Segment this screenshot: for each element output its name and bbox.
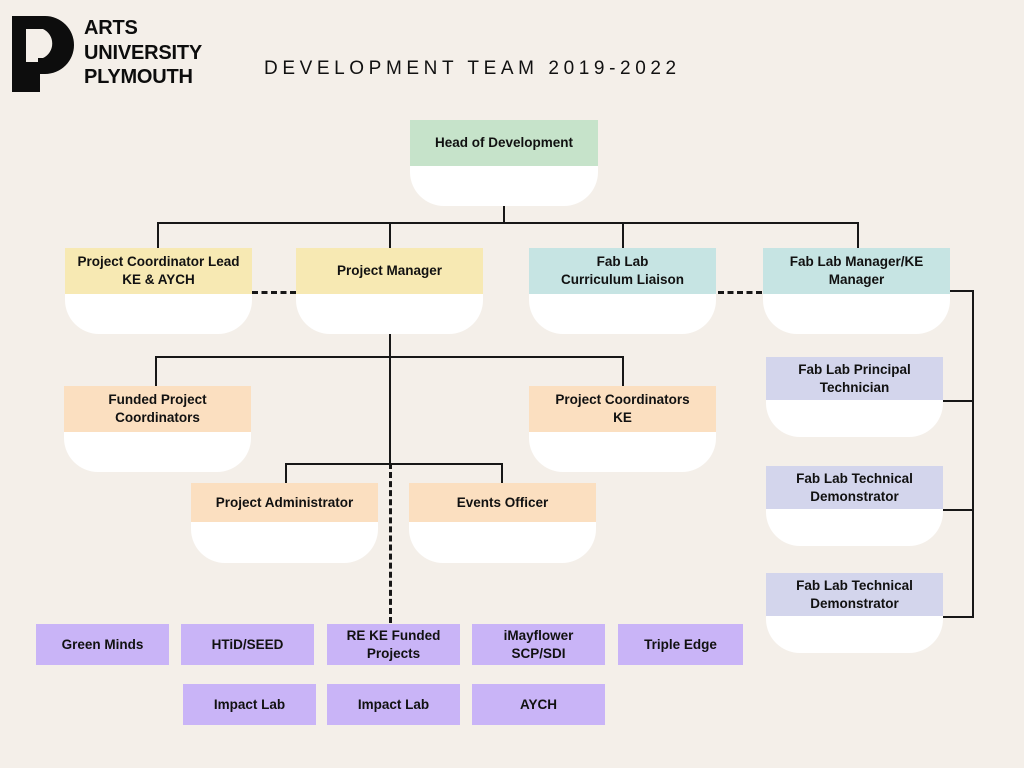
node-funded-project-coordinators-label: Funded Project Coordinators [64, 386, 251, 432]
node-project-coordinator-lead-line2: KE & AYCH [122, 272, 195, 287]
node-fab-lab-principal-technician-line2: Technician [819, 379, 890, 395]
node-project-coordinators-ke[interactable]: Project Coordinators KE [529, 386, 716, 472]
connector-fablab-spine [972, 290, 974, 618]
node-project-coordinators-ke-label: Project Coordinators KE [529, 386, 716, 432]
institution-logo: ARTS UNIVERSITY PLYMOUTH [12, 14, 222, 94]
connector-drop-project-coordinators-ke [622, 356, 624, 386]
node-project-coordinator-lead-label: Project Coordinator Lead KE & AYCH [65, 248, 252, 294]
connector-stub-fab-lab-technical-demonstrator-2 [942, 616, 974, 618]
node-fab-lab-technical-demonstrator-2-line2: Demonstrator [810, 595, 899, 611]
node-fab-lab-curriculum-liaison[interactable]: Fab Lab Curriculum Liaison [529, 248, 716, 334]
chip-impact-lab-2[interactable]: Impact Lab [327, 684, 460, 725]
connector-row2-bus [157, 222, 859, 224]
chip-imayflower-line2: SCP/SDI [511, 645, 566, 661]
node-fab-lab-principal-technician[interactable]: Fab Lab Principal Technician [766, 357, 943, 437]
node-fab-lab-technical-demonstrator-2[interactable]: Fab Lab Technical Demonstrator [766, 573, 943, 653]
connector-project-manager-stem-lower [389, 356, 391, 464]
node-funded-project-coordinators-line1: Funded Project [108, 392, 207, 407]
node-fab-lab-technical-demonstrator-1-label: Fab Lab Technical Demonstrator [766, 466, 943, 509]
node-fab-lab-principal-technician-tray [766, 400, 943, 437]
connector-stub-fab-lab-technical-demonstrator-1 [942, 509, 974, 511]
node-project-administrator-tray [191, 522, 378, 563]
aup-p-monogram-logo-icon [12, 16, 74, 92]
logo-line-plymouth: PLYMOUTH [84, 66, 193, 88]
node-fab-lab-manager-ke-manager-label: Fab Lab Manager/KE Manager [763, 248, 950, 294]
connector-stub-fab-lab-principal-technician [942, 400, 974, 402]
node-head-of-development-label: Head of Development [410, 120, 598, 166]
connector-drop-project-administrator [285, 463, 287, 483]
node-fab-lab-principal-technician-label: Fab Lab Principal Technician [766, 357, 943, 400]
chip-re-ke-funded-projects-line1: RE KE Funded [346, 627, 441, 643]
node-project-administrator-label: Project Administrator [191, 483, 378, 522]
node-fab-lab-curriculum-liaison-tray [529, 294, 716, 334]
node-fab-lab-curriculum-liaison-label: Fab Lab Curriculum Liaison [529, 248, 716, 294]
node-fab-lab-technical-demonstrator-1[interactable]: Fab Lab Technical Demonstrator [766, 466, 943, 546]
node-funded-project-coordinators[interactable]: Funded Project Coordinators [64, 386, 251, 472]
node-project-manager-tray [296, 294, 483, 334]
connector-fablab-manager-elbow [948, 290, 974, 292]
node-fab-lab-technical-demonstrator-2-line1: Fab Lab Technical [796, 577, 913, 593]
node-project-coordinators-ke-line1: Project Coordinators [555, 392, 690, 407]
chip-impact-lab-1[interactable]: Impact Lab [183, 684, 316, 725]
chip-green-minds[interactable]: Green Minds [36, 624, 169, 665]
node-fab-lab-manager-line1: Fab Lab Manager/KE [789, 254, 924, 269]
chip-aych[interactable]: AYCH [472, 684, 605, 725]
connector-drop-project-coordinator-lead [157, 222, 159, 250]
node-head-of-development[interactable]: Head of Development [410, 120, 598, 206]
node-funded-project-coordinators-tray [64, 432, 251, 472]
connector-dashed-liaison-to-fablab-manager [718, 291, 762, 294]
node-project-coordinator-lead-tray [65, 294, 252, 334]
chip-re-ke-funded-projects-line2: Projects [366, 645, 421, 661]
logo-line-arts: ARTS [84, 17, 138, 39]
connector-drop-project-manager [389, 222, 391, 250]
connector-row4-bus [285, 463, 503, 465]
node-fab-lab-manager-line2: Manager [828, 272, 885, 287]
connector-drop-fab-lab-curriculum-liaison [622, 222, 624, 250]
node-fab-lab-technical-demonstrator-2-label: Fab Lab Technical Demonstrator [766, 573, 943, 616]
node-fab-lab-technical-demonstrator-1-tray [766, 509, 943, 546]
chip-triple-edge[interactable]: Triple Edge [618, 624, 743, 665]
connector-drop-funded-project-coordinators [155, 356, 157, 386]
logo-wordmark: ARTS UNIVERSITY PLYMOUTH [84, 16, 202, 90]
node-project-administrator[interactable]: Project Administrator [191, 483, 378, 563]
node-project-manager-label: Project Manager [296, 248, 483, 294]
chip-imayflower-line1: iMayflower [503, 627, 574, 643]
connector-project-manager-stem [389, 326, 391, 358]
logo-line-university: UNIVERSITY [84, 41, 203, 64]
chip-htid-seed[interactable]: HTiD/SEED [181, 624, 314, 665]
node-project-coordinators-ke-line2: KE [613, 410, 632, 425]
page-title: DEVELOPMENT TEAM 2019-2022 [264, 58, 681, 79]
node-fab-lab-manager-ke-manager[interactable]: Fab Lab Manager/KE Manager [763, 248, 950, 334]
node-head-of-development-tray [410, 166, 598, 206]
connector-dashed-to-re-ke-funded-projects [389, 463, 392, 623]
connector-drop-events-officer [501, 463, 503, 483]
connector-drop-fab-lab-manager [857, 222, 859, 250]
node-fab-lab-curriculum-liaison-line2: Curriculum Liaison [560, 272, 685, 287]
node-project-manager[interactable]: Project Manager [296, 248, 483, 334]
node-events-officer-tray [409, 522, 596, 563]
node-events-officer[interactable]: Events Officer [409, 483, 596, 563]
node-funded-project-coordinators-line2: Coordinators [115, 410, 200, 425]
chip-imayflower-scp-sdi[interactable]: iMayflower SCP/SDI [472, 624, 605, 665]
node-project-coordinator-lead-line1: Project Coordinator Lead [77, 254, 240, 269]
node-project-coordinator-lead[interactable]: Project Coordinator Lead KE & AYCH [65, 248, 252, 334]
node-events-officer-label: Events Officer [409, 483, 596, 522]
node-project-coordinators-ke-tray [529, 432, 716, 472]
node-fab-lab-curriculum-liaison-line1: Fab Lab [596, 254, 649, 269]
node-fab-lab-principal-technician-line1: Fab Lab Principal [798, 361, 911, 377]
chip-re-ke-funded-projects[interactable]: RE KE Funded Projects [327, 624, 460, 665]
node-fab-lab-technical-demonstrator-2-tray [766, 616, 943, 653]
connector-dashed-lead-to-manager [252, 291, 296, 294]
node-fab-lab-manager-ke-manager-tray [763, 294, 950, 334]
node-fab-lab-technical-demonstrator-1-line2: Demonstrator [810, 488, 899, 504]
node-fab-lab-technical-demonstrator-1-line1: Fab Lab Technical [796, 470, 913, 486]
